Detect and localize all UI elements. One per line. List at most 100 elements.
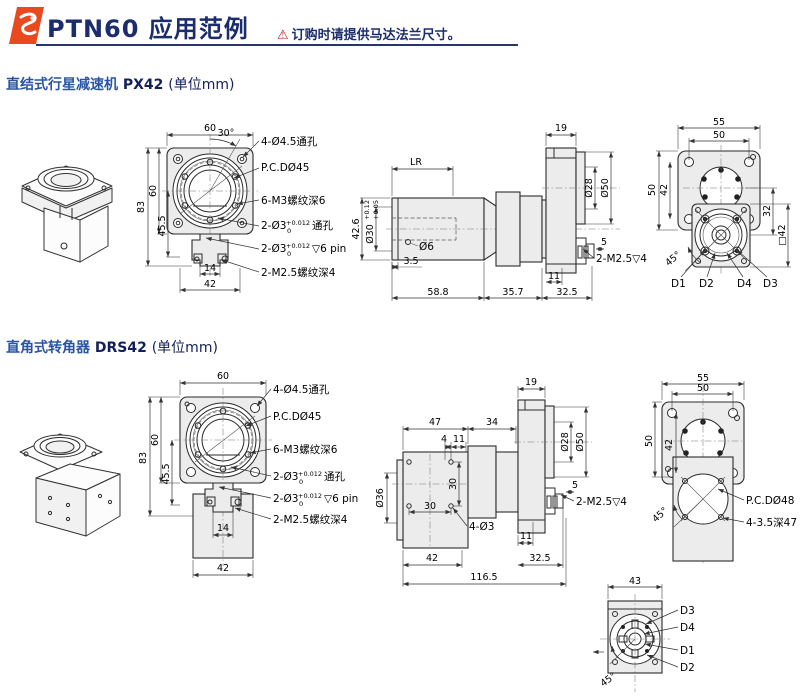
dim-label: 34 [486,417,498,428]
dim-label: 55 [697,373,709,384]
tolerance-sup: +0.012 [286,242,310,250]
dim-label: 58.8 [427,287,448,298]
dim-label: 50 [697,383,709,394]
header-rule [36,44,518,46]
order-warning: ⚠订购时请提供马达法兰尺寸。 [277,24,461,43]
callout-label: D3 [763,278,778,290]
callout-label: 2-Ø3 [273,471,298,483]
tolerance-sup: +0.012 [298,470,322,478]
section1-unit: (单位mm) [168,77,235,93]
callout-label: D2 [699,278,714,290]
tolerance-sup: +0.012 [298,492,322,500]
drs42-front-view: 60 83 60 45.5 14 42 4-Ø4.5通孔 P.C.DØ45 6-… [138,371,358,578]
dim-label: 32 [762,205,773,217]
callout-label: 2-Ø3 [261,220,286,232]
tolerance-sub: +0.05 [372,200,380,220]
dim-label: 116.5 [470,572,497,583]
callout-label: 6-M3螺纹深6 [261,194,326,207]
callout-label: D2 [680,662,695,674]
callout-label: 2-M2.5▽4 [576,496,627,508]
dim-label: □42 [777,224,788,245]
dim-label: 32.5 [556,287,577,298]
dim-label: LR [410,157,422,168]
dim-label: 3.5 [403,256,418,267]
section-title-drs42: 直角式转角器 DRS42 (单位mm) [6,337,218,357]
drs42-bottom-view: 43 45° D3 D4 D1 D2 [593,576,695,692]
dim-label: 19 [525,377,537,388]
dim-label: 45° [650,505,670,524]
callout-label: 通孔 [312,219,333,232]
dim-label: 45° [663,249,683,268]
dim-label: 55 [713,117,725,128]
callout-label: D1 [680,645,695,657]
dim-label: 42 [659,184,670,196]
dim-label: 47 [429,417,441,428]
dim-label: 42 [204,279,216,290]
callout-label: 4-Ø4.5通孔 [261,135,318,148]
callout-label: P.C.DØ48 [746,495,794,507]
callout-label: 2-Ø3 [273,493,298,505]
dim-label: 50 [644,435,655,447]
dim-label: 32.5 [529,553,550,564]
dim-label: 60 [150,434,161,446]
callout-label: 通孔 [324,470,345,483]
dim-label: 42 [426,553,438,564]
dim-label: Ø28 [560,432,571,452]
tolerance-sup: +0.12 [363,200,371,220]
section1-model: PX42 [122,77,164,93]
drs42-product-image [19,433,121,537]
dim-label: Ø36 [375,488,386,508]
dim-label: 30 [424,501,436,512]
dim-label: 43 [629,576,641,587]
drs42-rear-view: 55 50 50 42 45° P.C.DØ48 4-3.5深47 [644,373,797,563]
callout-label: D1 [671,278,686,290]
page-title: PTN60 应用范例 [47,15,249,43]
tolerance-sub: 0 [299,478,303,486]
dim-label: 42 [664,439,675,451]
callout-label: 4-Ø4.5通孔 [273,383,330,396]
warning-text: 订购时请提供马达法兰尺寸。 [291,28,461,43]
dim-label: 60 [148,185,159,197]
callout-label: 6-M3螺纹深6 [273,443,338,456]
callout-label: D3 [680,605,695,617]
dim-label: Ø50 [575,432,586,452]
callout-label: 2-M2.5螺纹深4 [273,513,348,526]
tolerance-sub: 0 [299,500,303,508]
dim-label: 45.5 [161,463,172,484]
callout-label: P.C.DØ45 [273,411,321,423]
dim-label: 30° [218,128,235,139]
warning-icon: ⚠ [277,28,289,43]
dim-label: 11 [453,434,465,445]
callout-label: D4 [680,622,695,634]
dim-label: 11 [548,271,560,282]
callout-label: ▽6 pin [324,493,358,505]
dim-label: Ø50 [600,178,611,198]
dim-label: 19 [555,123,567,134]
section1-name: 直结式行星减速机 [6,77,118,93]
callout-label: 4-3.5深47 [746,517,797,529]
callout-label: 2-Ø3 [261,243,286,255]
section2-name: 直角式转角器 [6,340,90,356]
dim-label: 60 [217,371,229,382]
dim-label: 5 [572,480,578,491]
dim-label: Ø30 [365,224,376,244]
callout-label: ▽6 pin [312,243,346,255]
dim-label: 11 [520,531,532,542]
dim-label: 42 [217,563,229,574]
callout-label: 2-M2.5▽4 [596,253,647,265]
section-title-px42: 直结式行星减速机 PX42 (单位mm) [6,74,235,94]
px42-rear-view: 55 50 50 42 32 □42 45° D1 D2 D4 D3 [647,117,791,290]
px42-front-view: 60 30° 83 60 45.5 14 42 4-Ø4.5通孔 P.C.DØ4… [136,123,346,293]
dim-label: 5 [601,237,607,248]
callout-label: D4 [737,278,752,290]
dim-label: 30 [448,478,459,490]
dim-label: Ø6 [419,241,434,253]
dim-label: 50 [647,184,658,196]
dim-label: 4 [441,434,447,445]
dim-label: 14 [204,263,216,274]
callout-label: P.C.DØ45 [261,162,309,174]
dim-label: 60 [204,123,216,134]
brand-logo [9,7,44,44]
dim-label: 35.7 [502,287,523,298]
